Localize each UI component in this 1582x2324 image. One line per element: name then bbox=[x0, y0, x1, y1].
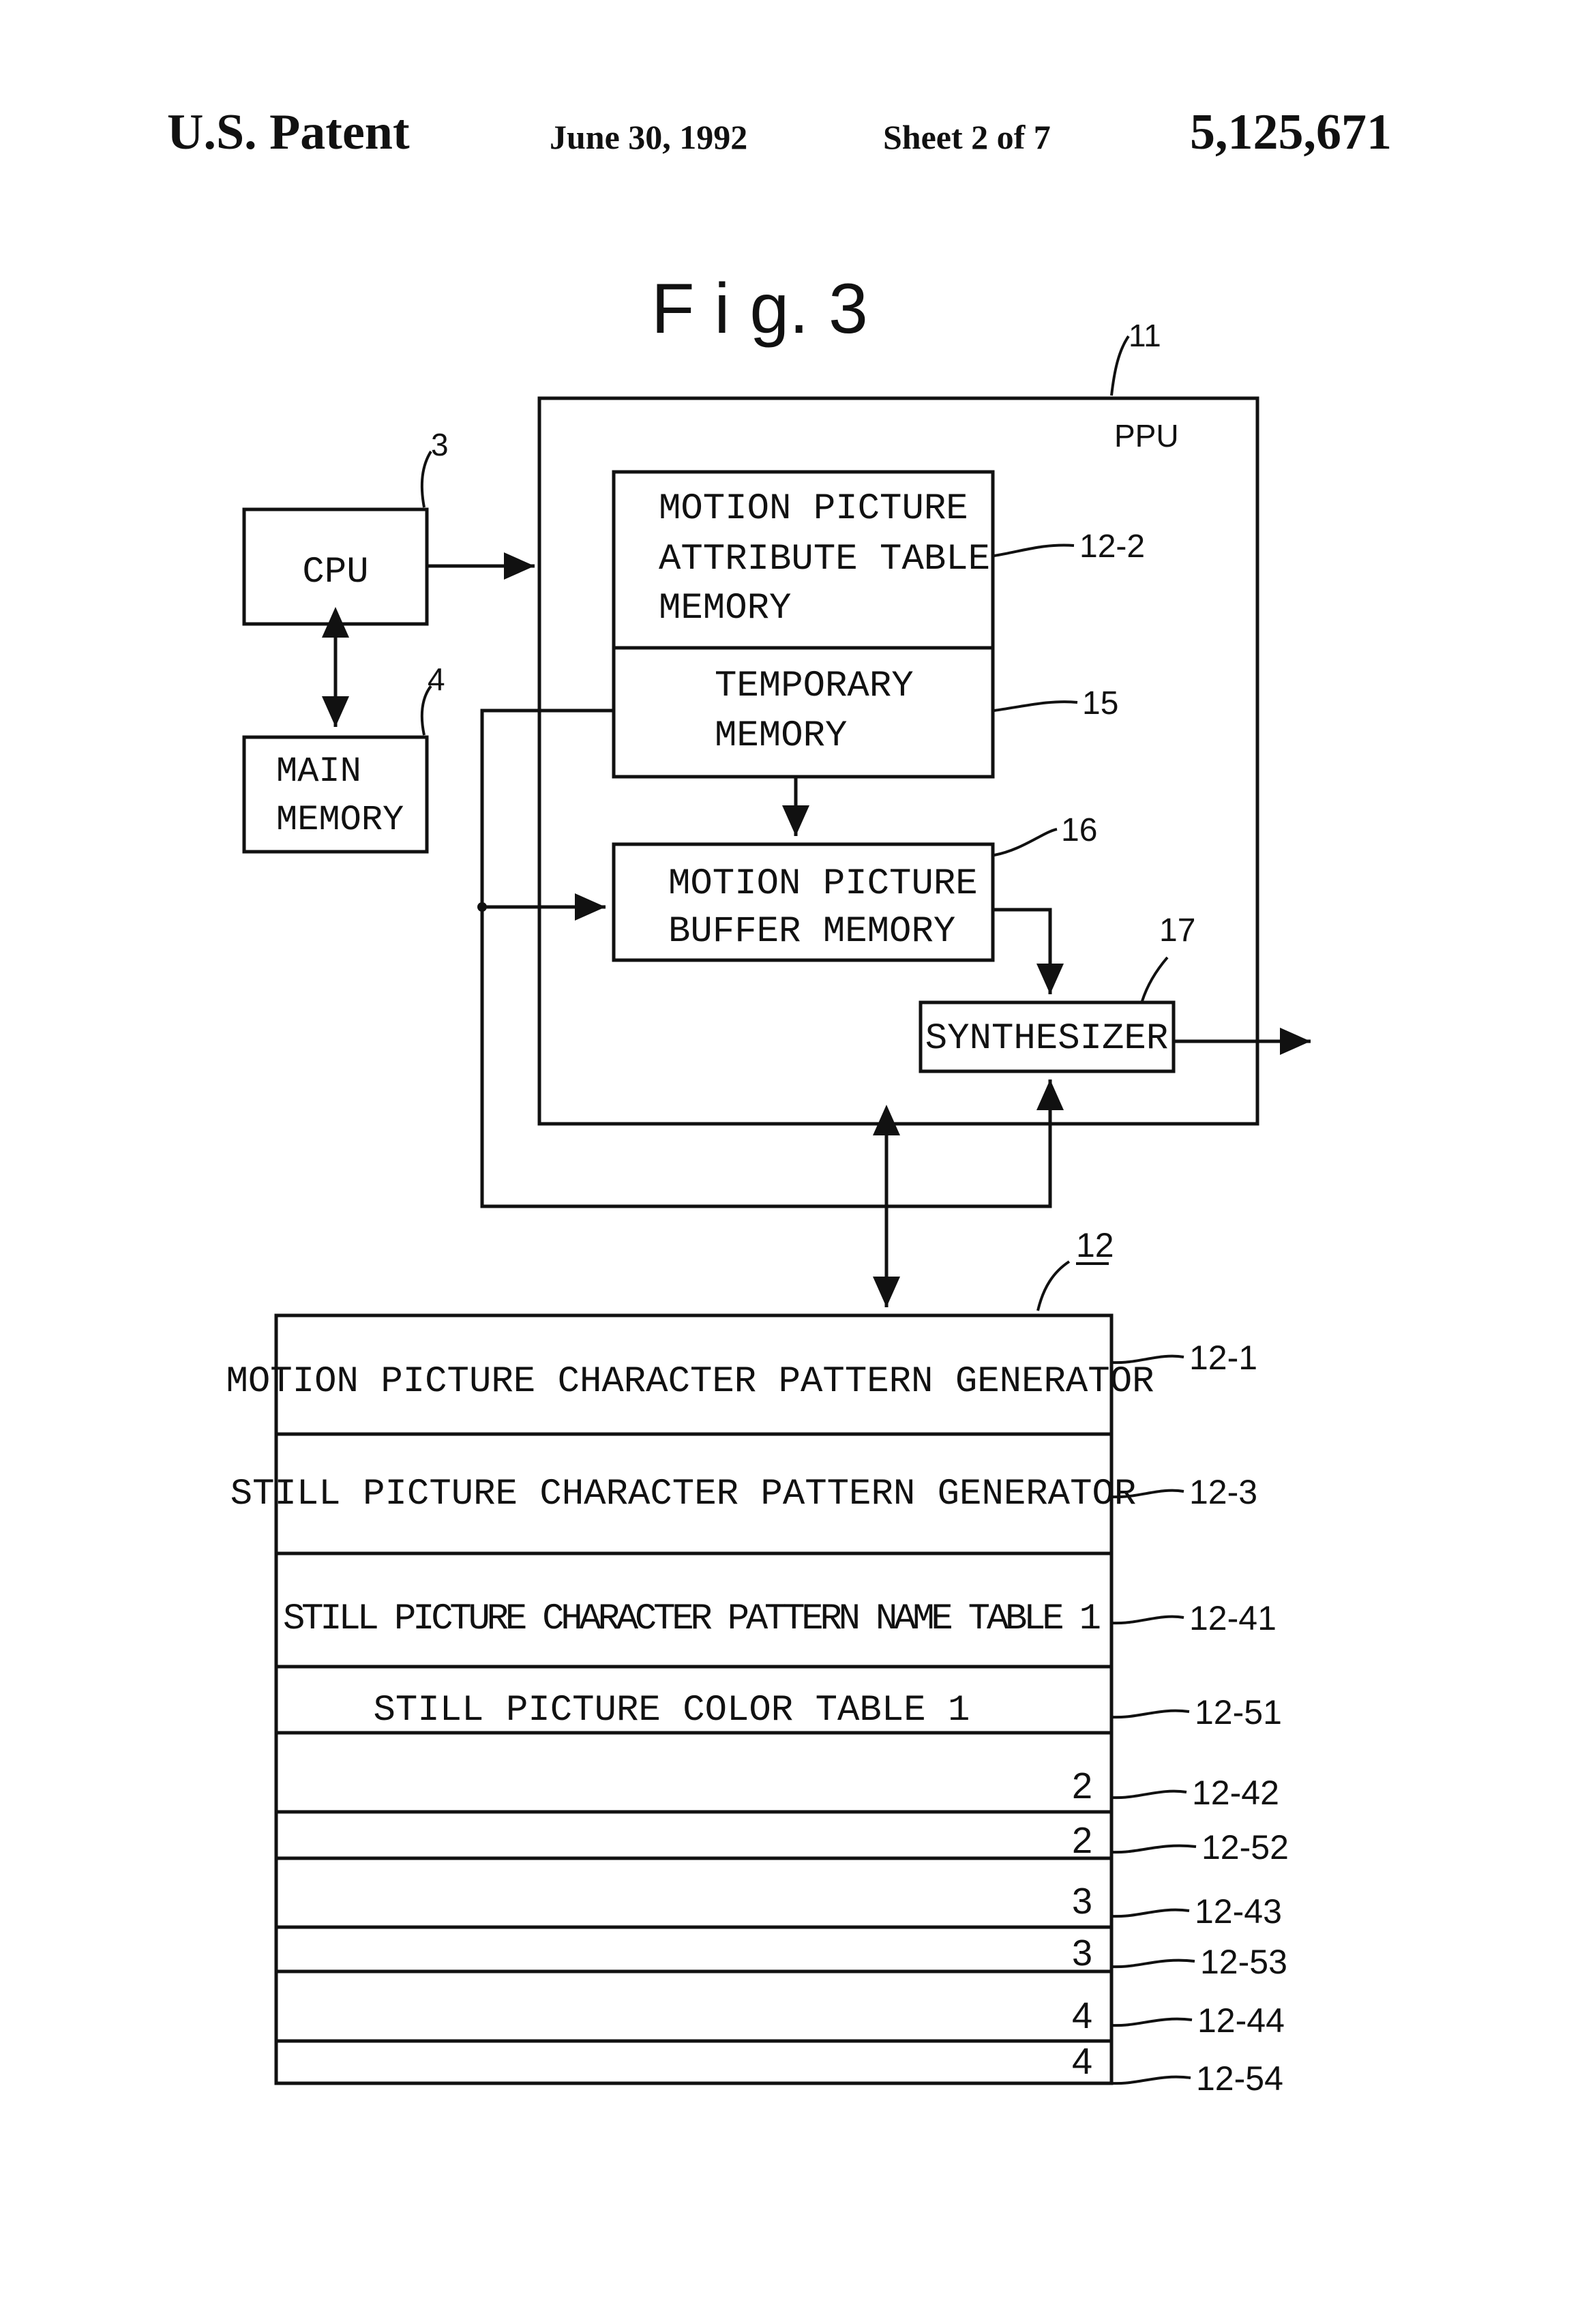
vram-row bbox=[276, 1927, 1111, 1971]
vram-ref-leader bbox=[1036, 1260, 1071, 1311]
vram-row-label: 4 bbox=[1072, 1995, 1092, 2036]
buffer-memory-ref-leader bbox=[994, 828, 1058, 856]
synthesizer-ref-leader bbox=[1141, 956, 1169, 1002]
page-header: U.S. Patent June 30, 1992 Sheet 2 of 7 5… bbox=[167, 104, 1392, 160]
buffer-to-synthesizer-arrow bbox=[993, 908, 1064, 994]
cpu-label: CPU bbox=[302, 552, 368, 593]
patent-date: June 30, 1992 bbox=[550, 118, 747, 156]
vram-row-ref-leader bbox=[1111, 1489, 1184, 1499]
patent-number: 5,125,671 bbox=[1190, 104, 1392, 160]
vram-row bbox=[276, 1858, 1111, 1927]
ppu-label: PPU bbox=[1114, 418, 1179, 453]
main-memory-ref-leader bbox=[420, 685, 432, 736]
main-memory-box bbox=[242, 735, 429, 854]
attribute-table-line1: MOTION PICTURE bbox=[659, 488, 968, 530]
vram-row-ref: 12-3 bbox=[1189, 1473, 1257, 1511]
synthesizer-label: SYNTHESIZER bbox=[925, 1018, 1168, 1060]
vram-row-ref-leader bbox=[1111, 1908, 1190, 1918]
attribute-table-ref-leader bbox=[994, 543, 1075, 557]
vram-ref: 12 bbox=[1076, 1226, 1114, 1264]
vram-table-frame bbox=[274, 1313, 1114, 2085]
temporary-memory-ref: 15 bbox=[1082, 685, 1118, 721]
vram-row bbox=[276, 1733, 1111, 1812]
vram-row-ref: 12-53 bbox=[1200, 1943, 1287, 1981]
vram-row-label: 3 bbox=[1072, 1881, 1092, 1922]
vram-row bbox=[276, 1971, 1111, 2041]
vram-row-ref-leader bbox=[1111, 1354, 1184, 1365]
temporary-memory-line2: MEMORY bbox=[715, 715, 847, 757]
vram-row-label: 4 bbox=[1072, 2041, 1092, 2082]
vram-row-ref: 12-54 bbox=[1196, 2059, 1283, 2098]
figure-title: F i g. 3 bbox=[651, 269, 868, 348]
vram-row-ref-leader bbox=[1111, 1958, 1195, 1969]
main-memory-line1: MAIN bbox=[276, 751, 361, 792]
cpu-ref-leader bbox=[420, 450, 432, 508]
vram-table: MOTION PICTURE CHARACTER PATTERN GENERAT… bbox=[226, 1313, 1289, 2098]
vram-row-ref: 12-52 bbox=[1202, 1828, 1289, 1866]
vram-row-ref: 12-43 bbox=[1195, 1892, 1282, 1931]
temporary-memory-line1: TEMPORARY bbox=[715, 666, 914, 707]
synthesizer-box bbox=[919, 1000, 1176, 1073]
patent-label: U.S. Patent bbox=[167, 104, 410, 160]
attribute-table-line2: ATTRIBUTE TABLE bbox=[659, 539, 990, 580]
synthesizer-ref: 17 bbox=[1159, 912, 1195, 949]
vram-row bbox=[276, 2041, 1111, 2083]
buffer-memory-ref: 16 bbox=[1061, 812, 1097, 848]
main-memory-line2: MEMORY bbox=[276, 800, 404, 840]
attribute-temporary-box bbox=[612, 470, 995, 779]
vram-row-ref-leader bbox=[1111, 2075, 1191, 2085]
vram-row-ref-leader bbox=[1111, 1844, 1197, 1854]
vram-row-ref: 12-41 bbox=[1189, 1599, 1277, 1637]
vram-row-ref: 12-44 bbox=[1197, 2001, 1285, 2040]
temporary-memory-ref-leader bbox=[994, 700, 1078, 712]
buffer-memory-line2: BUFFER MEMORY bbox=[668, 911, 955, 953]
vram-row-ref-leader bbox=[1111, 1615, 1184, 1625]
vram-row-label: MOTION PICTURE CHARACTER PATTERN GENERAT… bbox=[226, 1361, 1154, 1403]
attribute-table-ref: 12-2 bbox=[1079, 528, 1145, 565]
buffer-memory-box bbox=[612, 842, 995, 962]
sheet-number: Sheet 2 of 7 bbox=[883, 118, 1051, 156]
vram-row-label: STILL PICTURE CHARACTER PATTERN GENERATO… bbox=[230, 1474, 1137, 1515]
ppu-ref-leader bbox=[1110, 335, 1130, 396]
buffer-memory-line1: MOTION PICTURE bbox=[668, 863, 978, 905]
loop-bus-to-synthesizer bbox=[480, 709, 1064, 1208]
vram-row-ref-leader bbox=[1111, 1709, 1190, 1719]
vram-row-label: 3 bbox=[1072, 1933, 1092, 1973]
cpu-ref: 3 bbox=[431, 427, 449, 462]
vram-row-ref: 12-1 bbox=[1189, 1339, 1257, 1377]
ppu-ref: 11 bbox=[1129, 318, 1161, 353]
vram-row-label: 2 bbox=[1072, 1820, 1092, 1861]
vram-row-ref-leader bbox=[1111, 1789, 1187, 1800]
vram-row-label: STILL PICTURE COLOR TABLE 1 bbox=[374, 1690, 970, 1731]
main-memory-ref: 4 bbox=[428, 661, 445, 697]
vram-row bbox=[276, 1812, 1111, 1858]
attribute-table-line3: MEMORY bbox=[659, 588, 791, 629]
vram-row-ref: 12-42 bbox=[1192, 1774, 1279, 1812]
bus-junction-dot bbox=[477, 902, 487, 912]
vram-row-ref: 12-51 bbox=[1195, 1693, 1282, 1731]
vram-row-label: 2 bbox=[1072, 1766, 1092, 1806]
vram-row-label: STILL PICTURE CHARACTER PATTERN NAME TAB… bbox=[283, 1598, 1101, 1640]
vram-row-ref-leader bbox=[1111, 2017, 1193, 2027]
